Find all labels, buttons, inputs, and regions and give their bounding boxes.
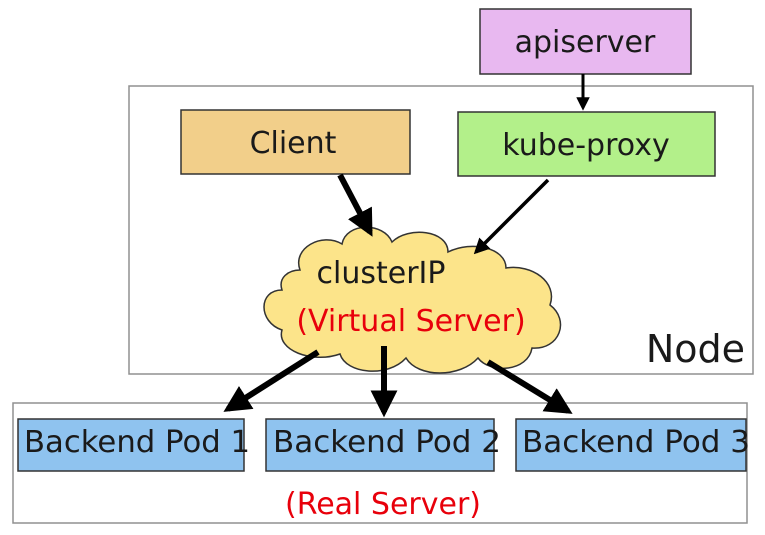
backend-pod-1-box [17, 418, 245, 472]
virtual-server-label: (Virtual Server) [296, 304, 525, 339]
apiserver-label: apiserver [515, 25, 656, 60]
backend-pod-3-box [515, 418, 747, 472]
real-server-label: (Real Server) [285, 487, 481, 522]
arrow-cluster-ip-to-pod-3 [486, 359, 573, 414]
cluster-ip-cloud [263, 226, 562, 374]
client-label: Client [250, 126, 337, 161]
backend-pod-1-label: Backend Pod 1 [24, 425, 250, 460]
client-box [180, 109, 411, 175]
backend-pod-2-label: Backend Pod 2 [273, 425, 501, 460]
kube-proxy-box [457, 111, 716, 177]
arrow-kube-proxy-to-cluster-ip [473, 178, 550, 255]
kube-proxy-label: kube-proxy [502, 128, 669, 163]
apiserver-box [479, 8, 692, 75]
backend-pod-3-label: Backend Pod 3 [522, 425, 750, 460]
arrow-client-to-cluster-ip [337, 173, 373, 237]
cluster-ip-label: clusterIP [317, 256, 446, 291]
arrow-cluster-ip-to-pod-1 [223, 349, 320, 412]
node-container [128, 85, 754, 375]
backend-pod-2-box [265, 418, 495, 472]
node-label: Node [646, 327, 745, 371]
